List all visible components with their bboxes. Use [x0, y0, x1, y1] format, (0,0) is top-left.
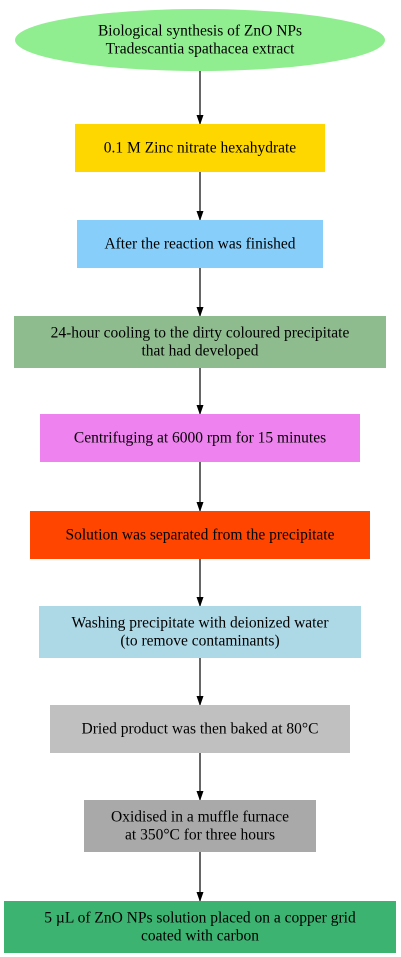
nodes: Biological synthesis of ZnO NPsTradescan… — [4, 9, 396, 953]
node-shape-oxidising — [84, 800, 316, 852]
node-copper-grid: 5 µL of ZnO NPs solution placed on a cop… — [4, 901, 396, 953]
node-label-reaction-finished-line-1: After the reaction was finished — [104, 236, 295, 253]
node-label-washing-line-2: (to remove contaminants) — [120, 633, 279, 650]
node-label-start-line-1: Biological synthesis of ZnO NPs — [98, 23, 302, 40]
node-label-oxidising-line-2: at 350°C for three hours — [125, 827, 275, 844]
node-shape-zinc-nitrate — [75, 124, 325, 172]
node-separation: Solution was separated from the precipit… — [30, 511, 370, 559]
node-shape-washing — [39, 606, 361, 658]
node-label-washing-line-1: Washing precipitate with deionized water — [72, 615, 330, 632]
node-shape-drying — [50, 705, 350, 753]
node-reaction-finished: After the reaction was finished — [77, 220, 323, 268]
node-shape-centrifuging — [40, 414, 360, 462]
node-label-copper-grid-line-2: coated with carbon — [141, 928, 259, 945]
node-washing: Washing precipitate with deionized water… — [39, 606, 361, 658]
node-start: Biological synthesis of ZnO NPsTradescan… — [15, 9, 385, 71]
node-label-zinc-nitrate-line-1: 0.1 M Zinc nitrate hexahydrate — [104, 140, 297, 157]
node-label-drying-line-1: Dried product was then baked at 80°C — [82, 721, 319, 738]
node-shape-reaction-finished — [77, 220, 323, 268]
node-drying: Dried product was then baked at 80°C — [50, 705, 350, 753]
node-label-cooling-line-1: 24-hour cooling to the dirty coloured pr… — [51, 325, 350, 342]
node-label-separation-line-1: Solution was separated from the precipit… — [65, 527, 334, 544]
node-label-start-line-2: Tradescantia spathacea extract — [106, 41, 295, 58]
node-cooling: 24-hour cooling to the dirty coloured pr… — [14, 316, 386, 368]
node-shape-cooling — [14, 316, 386, 368]
node-label-copper-grid-line-1: 5 µL of ZnO NPs solution placed on a cop… — [44, 910, 356, 927]
node-centrifuging: Centrifuging at 6000 rpm for 15 minutes — [40, 414, 360, 462]
node-shape-copper-grid — [4, 901, 396, 953]
node-label-cooling-line-2: that had developed — [141, 343, 258, 360]
node-zinc-nitrate: 0.1 M Zinc nitrate hexahydrate — [75, 124, 325, 172]
node-label-centrifuging-line-1: Centrifuging at 6000 rpm for 15 minutes — [74, 430, 326, 447]
node-shape-start — [15, 9, 385, 71]
node-shape-separation — [30, 511, 370, 559]
node-label-oxidising-line-1: Oxidised in a muffle furnace — [111, 809, 289, 826]
